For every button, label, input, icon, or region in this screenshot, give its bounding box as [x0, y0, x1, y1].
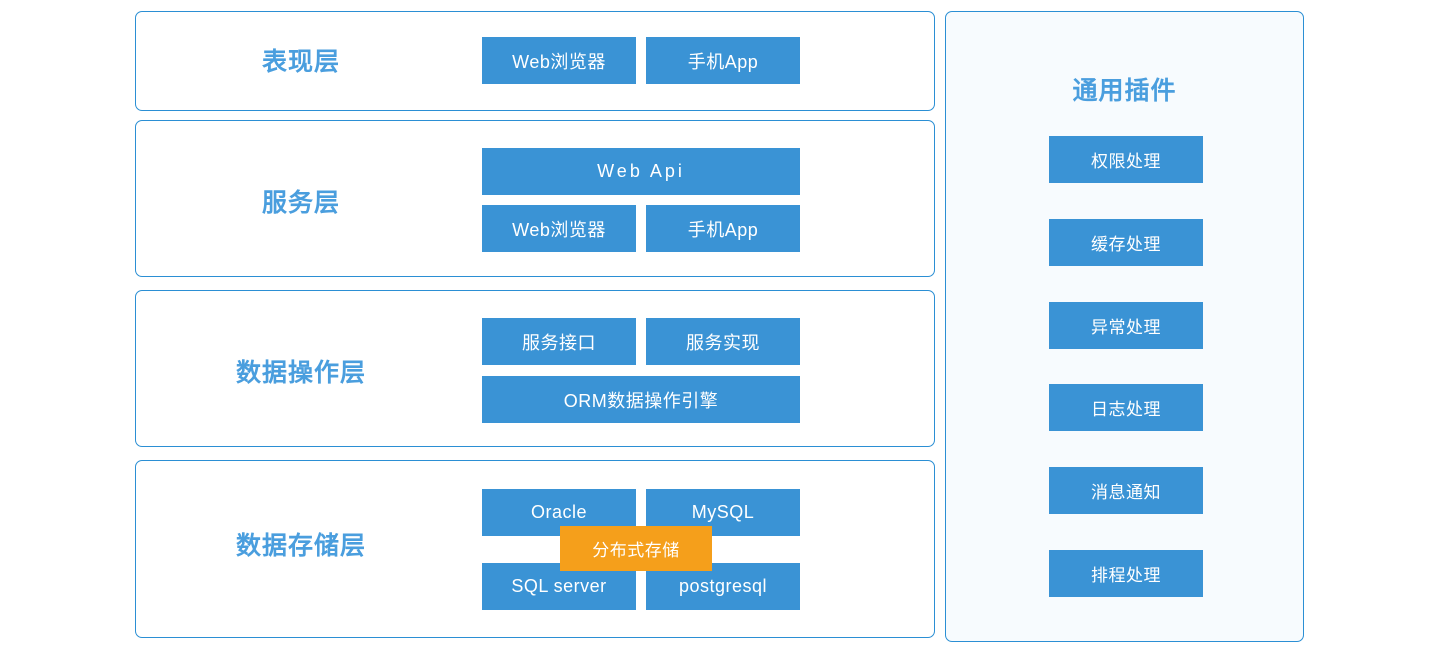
plugin-button-cache[interactable]: 缓存处理 — [1049, 219, 1203, 266]
node-service-implementation[interactable]: 服务实现 — [646, 318, 800, 365]
node-postgresql[interactable]: postgresql — [646, 563, 800, 610]
node-mobile-app-service[interactable]: 手机App — [646, 205, 800, 252]
layer-panel-service: 服务层 Web Api Web浏览器 手机App — [135, 120, 935, 277]
plugin-panel-title: 通用插件 — [1072, 77, 1177, 105]
node-distributed-storage[interactable]: 分布式存储 — [560, 526, 712, 571]
layer-title-presentation: 表现层 — [261, 48, 340, 76]
node-oracle[interactable]: Oracle — [482, 489, 636, 536]
node-mobile-app-presentation[interactable]: 手机App — [646, 37, 800, 84]
plugin-button-scheduling[interactable]: 排程处理 — [1049, 550, 1203, 597]
plugin-button-exception[interactable]: 异常处理 — [1049, 302, 1203, 349]
plugin-button-log[interactable]: 日志处理 — [1049, 384, 1203, 431]
plugin-button-permission[interactable]: 权限处理 — [1049, 136, 1203, 183]
node-sql-server[interactable]: SQL server — [482, 563, 636, 610]
layer-title-service: 服务层 — [261, 189, 340, 217]
layer-title-data-operation: 数据操作层 — [235, 359, 366, 387]
node-web-browser-presentation[interactable]: Web浏览器 — [482, 37, 636, 84]
node-orm-engine[interactable]: ORM数据操作引擎 — [482, 376, 800, 423]
layer-panel-data-operation: 数据操作层 服务接口 服务实现 ORM数据操作引擎 — [135, 290, 935, 447]
layer-panel-presentation: 表现层 Web浏览器 手机App — [135, 11, 935, 111]
layer-title-data-storage: 数据存储层 — [235, 532, 366, 560]
node-web-api[interactable]: Web Api — [482, 148, 800, 195]
node-web-browser-service[interactable]: Web浏览器 — [482, 205, 636, 252]
plugin-panel: 通用插件 权限处理 缓存处理 异常处理 日志处理 消息通知 排程处理 — [945, 11, 1304, 642]
plugin-button-message-notification[interactable]: 消息通知 — [1049, 467, 1203, 514]
node-service-interface[interactable]: 服务接口 — [482, 318, 636, 365]
layer-panel-data-storage: 数据存储层 Oracle MySQL SQL server postgresql… — [135, 460, 935, 638]
